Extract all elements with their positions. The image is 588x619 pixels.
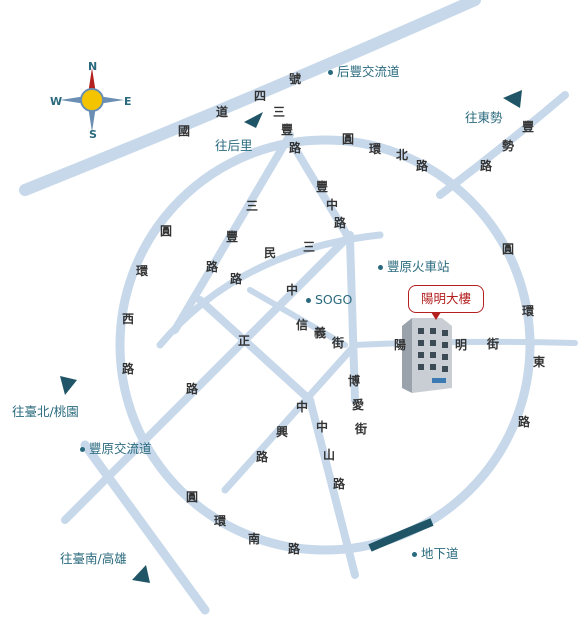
place-underpass: 地下道 — [412, 543, 459, 562]
road-label: 路 — [518, 415, 531, 429]
road-label: 三 — [246, 199, 259, 213]
place-fengyuan-station: 豐原火車站 — [378, 256, 450, 275]
arrow-up-right-icon — [503, 90, 522, 108]
location-dot-icon — [80, 447, 85, 452]
zhongzheng-road — [61, 231, 354, 524]
sanfeng-road — [171, 131, 294, 334]
road-label: 民 — [264, 246, 277, 260]
underpass-marker — [368, 518, 434, 552]
road-label: 愛 — [352, 398, 365, 412]
road-label: 中 — [316, 420, 329, 434]
road-label: 路 — [480, 159, 493, 173]
road-label: 豐 — [316, 180, 329, 194]
location-dot-icon — [328, 70, 333, 75]
road-label: 興 — [276, 425, 289, 439]
road-label: 路 — [288, 542, 301, 556]
south-road — [80, 440, 210, 615]
road-label: 北 — [396, 148, 409, 162]
landmark-label: 陽明大樓 — [408, 285, 484, 320]
place-sogo: SOGO — [306, 292, 352, 307]
road-label: 東 — [533, 355, 546, 369]
road-label: 路 — [186, 382, 199, 396]
road-label: 路 — [230, 272, 243, 286]
road-label: 路 — [416, 159, 429, 173]
road-label: 豐 — [226, 230, 239, 244]
road-label: 信 — [296, 318, 309, 332]
road-label: 勢 — [502, 139, 515, 153]
road-label: 四 — [254, 89, 267, 103]
arrow-down-right-icon — [132, 565, 150, 583]
location-dot-icon — [412, 552, 417, 557]
location-dot-icon — [306, 298, 311, 303]
road-label: 街 — [332, 336, 345, 350]
building-icon — [402, 318, 452, 393]
road-label: 山 — [323, 448, 336, 462]
road-label: 路 — [206, 260, 219, 274]
road-label: 圓 — [160, 224, 173, 238]
road-label: 路 — [333, 477, 346, 491]
zhongshan-road — [196, 296, 359, 579]
road-label: 三 — [303, 240, 316, 254]
road-label: 路 — [334, 216, 347, 230]
arrow-up-left-icon — [60, 376, 77, 395]
direction-dongshi: 往東勢 — [465, 110, 503, 125]
direction-taipei: 往臺北/桃園 — [12, 404, 79, 419]
road-label: 國 — [178, 124, 191, 138]
road-label: 中 — [326, 198, 339, 212]
road-label: 街 — [355, 422, 368, 436]
direction-tainan: 往臺南/高雄 — [60, 551, 127, 566]
road-label: 路 — [289, 141, 302, 155]
road-label: 三 — [273, 105, 286, 119]
road-label: 明 — [455, 338, 468, 352]
road-label: 博 — [348, 374, 361, 388]
road-label: 南 — [248, 532, 261, 546]
road-label: 正 — [238, 334, 251, 348]
road-label: 路 — [122, 362, 135, 376]
xinyi-street — [247, 287, 348, 348]
direction-houli: 往后里 — [215, 138, 253, 153]
compass-e: E — [124, 95, 132, 108]
compass-n: N — [88, 60, 98, 73]
road-label: 圓 — [502, 242, 515, 256]
road-label: 中 — [296, 400, 309, 414]
place-houfeng: 后豐交流道 — [328, 61, 400, 80]
road-label: 環 — [369, 142, 382, 156]
compass-icon — [60, 68, 124, 132]
road-label: 號 — [289, 72, 302, 86]
road-label: 道 — [216, 105, 229, 119]
road-label: 義 — [314, 326, 327, 340]
yangming-street — [352, 338, 578, 348]
freeway-4 — [19, 0, 481, 196]
road-label: 街 — [487, 337, 500, 351]
zhongxing-road — [221, 341, 359, 494]
road-label: 豐 — [522, 120, 535, 134]
road-label: 中 — [286, 283, 299, 297]
arrow-up-left-icon — [244, 112, 263, 128]
road-label: 圓 — [342, 132, 355, 146]
road-label: 環 — [136, 264, 149, 278]
road-label: 環 — [522, 304, 535, 318]
compass-s: S — [89, 128, 97, 141]
road-label: 環 — [214, 514, 227, 528]
road-label: 路 — [256, 450, 269, 464]
road-label: 豐 — [281, 123, 294, 137]
road-label: 陽 — [394, 338, 407, 352]
location-dot-icon — [378, 265, 383, 270]
compass-w: W — [50, 95, 63, 108]
road-label: 西 — [122, 312, 135, 326]
road-label: 圓 — [186, 490, 199, 504]
place-fengyuan-interchange: 豐原交流道 — [80, 438, 152, 457]
fengshi-road — [436, 91, 569, 199]
